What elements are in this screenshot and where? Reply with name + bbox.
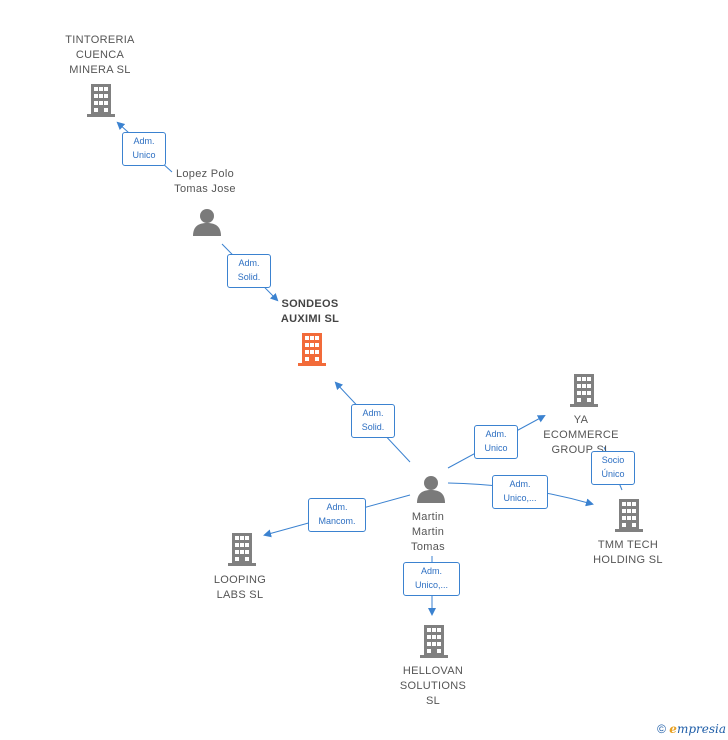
brand-footer: © empresia [657, 722, 726, 736]
edge-label-martin-looping[interactable]: Adm. Mancom. [308, 498, 366, 532]
edge-label-martin-sondeos[interactable]: Adm. Solid. [351, 404, 395, 438]
person-icon[interactable] [417, 476, 445, 503]
building-icon[interactable] [570, 374, 598, 407]
copyright-icon: © [657, 722, 666, 736]
building-icon[interactable] [228, 533, 256, 566]
edge-label-ya-tmm[interactable]: Socio Único [591, 451, 635, 485]
person-label-martin[interactable]: Martin Martin Tomas [411, 511, 445, 553]
company-label-sondeos[interactable]: SONDEOS AUXIMI SL [280, 298, 340, 325]
brand-logo[interactable]: empresia [669, 722, 726, 736]
company-label-tintoreria[interactable]: TINTORERIA CUENCA MINERA SL [65, 34, 135, 76]
building-icon[interactable] [615, 499, 643, 532]
company-label-looping[interactable]: LOOPING LABS SL [213, 574, 267, 601]
person-label-lopez[interactable]: Lopez Polo Tomas Jose [174, 168, 236, 195]
company-label-tmm[interactable]: TMM TECH HOLDING SL [593, 539, 663, 566]
company-label-hellovan[interactable]: HELLOVAN SOLUTIONS SL [399, 665, 467, 707]
edge-label-lopez-tintoreria[interactable]: Adm. Unico [122, 132, 166, 166]
edge-label-martin-hellovan[interactable]: Adm. Unico,... [403, 562, 460, 596]
person-icon[interactable] [193, 209, 221, 236]
building-icon[interactable] [298, 333, 326, 366]
edge-label-lopez-sondeos[interactable]: Adm. Solid. [227, 254, 271, 288]
edge-label-martin-tmm[interactable]: Adm. Unico,... [492, 475, 548, 509]
building-icon[interactable] [420, 625, 448, 658]
edge-label-martin-ya[interactable]: Adm. Unico [474, 425, 518, 459]
company-label-ya[interactable]: YA ECOMMERCE GROUP SL [543, 414, 619, 456]
building-icon[interactable] [87, 84, 115, 117]
